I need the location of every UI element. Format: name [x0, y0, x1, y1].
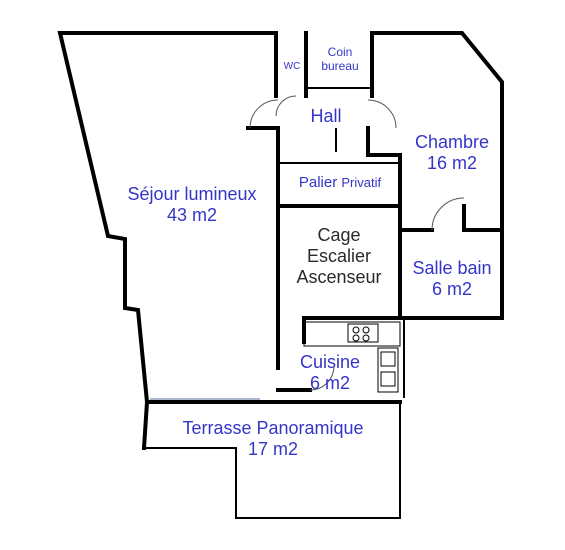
- kitchen-counter: [303, 321, 401, 347]
- room-label-palier: Palier Privatif: [298, 174, 382, 191]
- door-swing: [249, 99, 279, 129]
- sink-basin: [380, 351, 396, 367]
- room-label-wc: WC: [283, 61, 301, 72]
- door-swing: [431, 197, 465, 231]
- room-label-terrasse: Terrasse Panoramique 17 m2: [182, 418, 364, 460]
- door-swing: [309, 365, 335, 391]
- burner: [362, 326, 370, 334]
- outer-wall-top-right: [370, 31, 504, 320]
- room-label-cuisine: Cuisine 6 m2: [299, 352, 361, 394]
- room-label-cage: Cage Escalier Ascenseur: [296, 225, 382, 288]
- door-swing: [367, 99, 397, 129]
- burner: [352, 326, 360, 334]
- door-swing: [275, 95, 297, 117]
- room-label-sejour: Séjour lumineux 43 m2: [127, 184, 257, 226]
- kitchen-sink: [377, 347, 399, 393]
- room-label-hall: Hall: [310, 106, 342, 126]
- room-label-salle-bain: Salle bain 6 m2: [412, 258, 492, 300]
- room-label-coin-bureau: Coin bureau: [321, 45, 359, 74]
- terrace-railing: [144, 402, 401, 519]
- outer-wall: [57, 31, 278, 451]
- room-label-chambre: Chambre 16 m2: [414, 132, 490, 174]
- burner: [352, 334, 360, 342]
- hall-wall-right: [366, 126, 402, 232]
- hall-wall-left: [246, 126, 280, 370]
- burner: [362, 334, 370, 342]
- cooktop: [347, 323, 379, 343]
- sink-basin: [380, 371, 396, 387]
